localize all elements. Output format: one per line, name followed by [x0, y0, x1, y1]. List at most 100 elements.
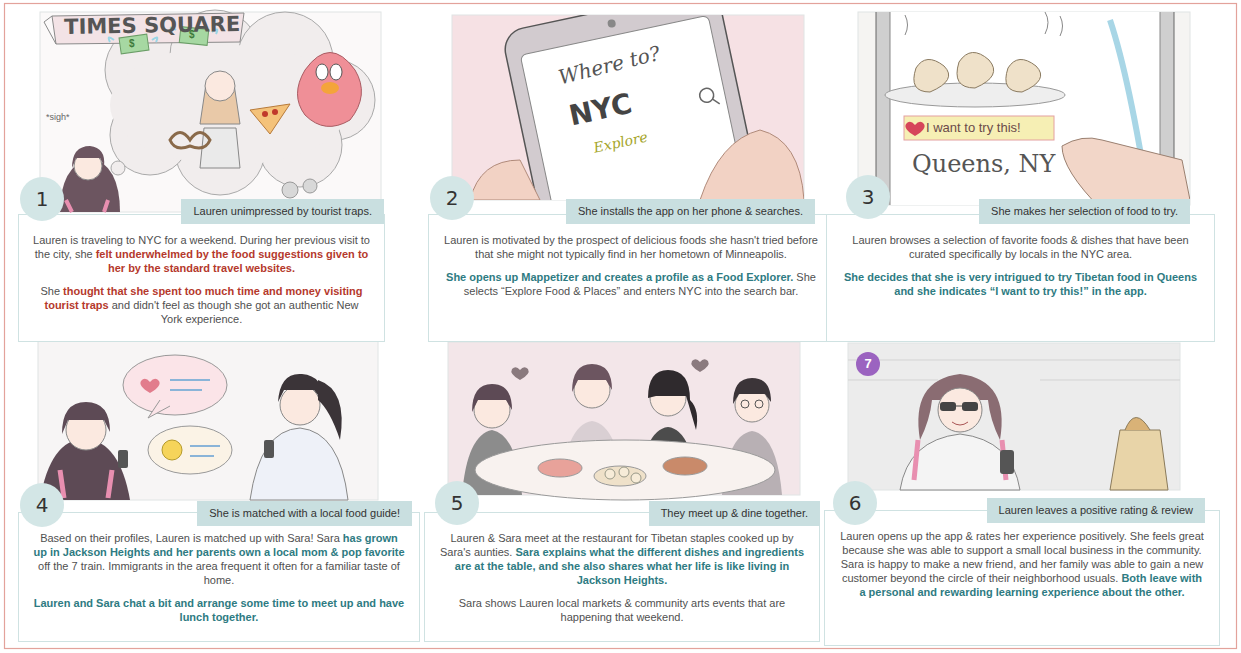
caption-tag: Lauren unimpressed by tourist traps. [181, 199, 384, 224]
panel-six-sketch-part [952, 422, 968, 425]
number-text: 6 [849, 491, 862, 515]
line-badge-number: 7 [857, 356, 879, 372]
panel-four-sketch-part [123, 355, 227, 415]
panel-two-sketch-part-part-part [698, 87, 715, 104]
panel-six-sketch-part [956, 406, 962, 407]
caption-tag: They meet up & dine together. [649, 501, 820, 526]
panel-three-sketch-part-part [914, 59, 949, 92]
panel-six-sketch-part [1125, 418, 1150, 431]
panel-five-sketch [448, 342, 800, 500]
panel-four-sketch-part [170, 380, 210, 390]
paragraph: Lauren browses a selection of favorite f… [841, 233, 1200, 261]
number-text: 3 [862, 185, 875, 209]
panel-five-sketch-part [631, 473, 641, 483]
panel-five-sketch-part [755, 400, 763, 408]
sketch-label: Queens, NY [912, 150, 1055, 179]
panel-four-sketch [38, 340, 378, 500]
panel-six-sketch-part [940, 402, 956, 411]
panel-three-sketch-part-part [957, 52, 994, 88]
body-text: Based on their profiles, Lauren is match… [40, 532, 340, 544]
panel-one-sketch-part [298, 53, 362, 127]
panel-six-sketch-part [856, 352, 880, 376]
paragraph: Lauren opens up the app & rates her expe… [839, 529, 1205, 599]
paragraph: She opens up Mappetizer and creates a pr… [443, 270, 819, 298]
panel-five-sketch-part [472, 384, 512, 412]
story-text-box: Lauren is traveling to NYC for a weekend… [18, 214, 385, 342]
panel-five-sketch-part [475, 440, 775, 500]
panel-three-sketch-part-part [1006, 59, 1041, 92]
panel-five-sketch-part [691, 359, 708, 372]
paragraph: Sara shows Lauren local markets & commun… [439, 596, 805, 624]
caption-tag: She is matched with a local food guide! [197, 501, 412, 526]
panel-one-sketch-part [66, 200, 108, 212]
body-text: off the 7 train. Immigrants in the area … [38, 560, 400, 586]
panel-one-sketch-part [111, 161, 125, 175]
panel-six-sketch-part [918, 374, 1001, 440]
story-text-box: Lauren opens up the app & rates her expe… [824, 510, 1220, 646]
panel-six-sketch-part [914, 440, 1006, 480]
panel-two-sketch-part-part-part [713, 98, 720, 105]
panel-one-sketch-part [272, 109, 278, 115]
panel-five-sketch-part [594, 466, 646, 486]
outer-frame [5, 4, 1237, 649]
panel-one-sketch-part [316, 64, 328, 80]
paragraph: Lauren & Sara meet at the restaurant for… [439, 531, 805, 587]
story-text-box: Lauren is motivated by the prospect of d… [428, 214, 834, 342]
panel-four-sketch-part [62, 402, 110, 434]
paragraph: Lauren and Sara chat a bit and arrange s… [33, 596, 405, 624]
number-text: 4 [36, 493, 49, 517]
panel-one-sketch-part [44, 16, 56, 44]
panel-three-sketch-part-part [904, 116, 1054, 140]
panel-one-sketch-part [321, 82, 339, 94]
panel-five-sketch-part [572, 364, 612, 392]
panel-four-sketch-part [148, 400, 170, 418]
story-text-box: Based on their profiles, Lauren is match… [18, 512, 420, 642]
panel-six-sketch-part [1000, 450, 1014, 474]
sketch-label: TIMES SQUARE [64, 12, 240, 40]
emphasis-text: felt underwhelmed by the food suggestion… [96, 248, 369, 274]
panel-one-sketch-part [262, 111, 268, 117]
panel-five-sketch-part [619, 467, 629, 477]
panel-four-sketch-part [162, 440, 182, 460]
panel-one-sketch-part [72, 146, 104, 168]
panel-four-sketch-part [118, 450, 128, 468]
panel-five-sketch-part [648, 370, 697, 430]
panel-one-sketch-part [250, 104, 290, 134]
panel-six-sketch-part [848, 343, 1180, 490]
paragraph: She decides that she is very intrigued t… [841, 270, 1200, 298]
panel-six-sketch-part [900, 434, 1020, 490]
caption-tag: She installs the app on her phone & sear… [566, 199, 815, 224]
panel-five-sketch-part [741, 400, 749, 408]
panel-one-sketch-part [205, 71, 235, 101]
panel-four-sketch-part [264, 440, 274, 458]
panel-six-sketch-part [962, 402, 978, 411]
panel-two-sketch-part [470, 15, 804, 200]
sketch-label: $ [129, 38, 135, 50]
sketch-label: *sigh* [46, 112, 70, 123]
callout-number: 2 [430, 176, 474, 220]
story-text-box: Lauren & Sara meet at the restaurant for… [424, 512, 820, 642]
panel-two-sketch-part-part [700, 130, 804, 200]
panel-five-sketch-part [538, 459, 582, 477]
panel-one-sketch-part [170, 133, 210, 149]
panel-five-sketch-part [733, 378, 771, 404]
caption-text: She makes her selection of food to try. [991, 205, 1178, 217]
callout-number: 3 [846, 175, 890, 219]
panel-three-sketch-part-part [1062, 138, 1190, 205]
panel-five-sketch-part [605, 469, 615, 479]
number-text: 2 [446, 186, 459, 210]
panel-three-sketch [858, 0, 1192, 220]
body-text: Sara shows Lauren local markets & commun… [459, 597, 785, 623]
emphasis-text: She opens up Mappetizer and creates a pr… [446, 271, 793, 283]
panel-five-sketch-part [511, 367, 528, 380]
callout-number: 5 [435, 481, 479, 525]
caption-tag: She makes her selection of food to try. [979, 199, 1190, 224]
panel-one-sketch [40, 10, 381, 212]
story-text-box: Lauren browses a selection of favorite f… [826, 214, 1215, 342]
sketch-label: $ [189, 29, 195, 41]
paragraph: Lauren is traveling to NYC for a weekend… [33, 233, 370, 275]
panel-four-sketch-part [60, 470, 112, 498]
panel-two-sketch-part-part-part [607, 19, 616, 28]
caption-text: She is matched with a local food guide! [209, 507, 400, 519]
body-text: and didn't feel as though she got an aut… [112, 299, 359, 325]
